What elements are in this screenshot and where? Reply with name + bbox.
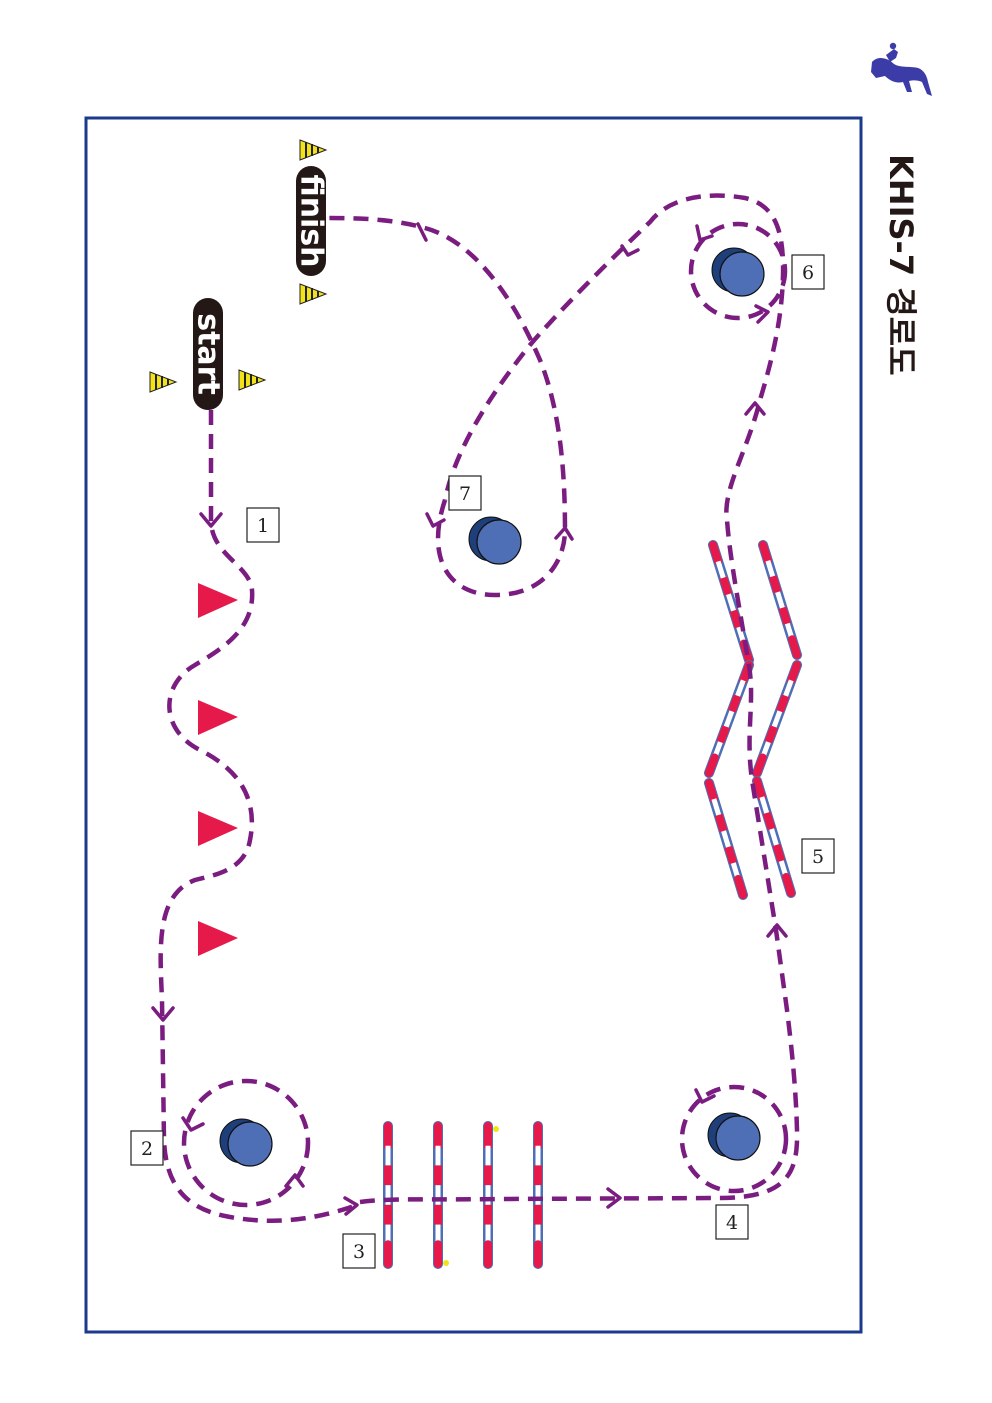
finish-cone-icon xyxy=(299,283,328,305)
finish-marker: finish xyxy=(294,166,329,276)
slalom-cone xyxy=(198,700,238,735)
finish-label: finish xyxy=(294,174,329,267)
arrow-chevron-icon xyxy=(695,224,714,242)
barrels xyxy=(219,247,765,1167)
zigzag-poles xyxy=(704,540,802,900)
start-cone-icon xyxy=(149,371,178,393)
finish-cone-icon xyxy=(299,139,328,161)
svg-text:2: 2 xyxy=(141,1138,153,1160)
arrow-chevron-icon xyxy=(620,244,640,257)
route-path xyxy=(158,193,800,1223)
arrow-chevron-icon xyxy=(606,1187,622,1209)
slalom-cones xyxy=(198,583,238,956)
obstacle-number-5: 5 xyxy=(801,838,835,874)
arrow-chevron-icon xyxy=(554,526,574,541)
barrel xyxy=(468,516,522,565)
start-cone-icon xyxy=(238,369,267,391)
arrow-chevron-icon xyxy=(343,1196,359,1216)
marker-cones xyxy=(149,139,328,393)
arrow-chevron-icon xyxy=(766,923,788,938)
obstacle-number-3: 3 xyxy=(342,1233,376,1269)
obstacle-number-6: 6 xyxy=(791,254,825,290)
arrow-chevron-icon xyxy=(425,512,446,528)
arrow-chevron-icon xyxy=(199,512,223,528)
barrel xyxy=(707,1112,761,1161)
obstacle-number-1: 1 xyxy=(246,507,280,543)
pole xyxy=(704,778,748,900)
obstacle-number-7: 7 xyxy=(448,475,482,511)
obstacle-number-4: 4 xyxy=(715,1204,749,1240)
slalom-cone xyxy=(198,921,238,956)
start-label: start xyxy=(191,313,226,395)
pole xyxy=(758,540,802,660)
ground-poles xyxy=(383,1121,543,1269)
arrow-chevron-icon xyxy=(754,304,770,324)
obstacle-number-2: 2 xyxy=(130,1130,164,1166)
slalom-cone xyxy=(198,811,238,846)
pole xyxy=(752,776,796,898)
barrel xyxy=(711,247,765,297)
arena-frame xyxy=(84,116,863,1334)
arrow-chevron-icon xyxy=(744,401,766,416)
pole xyxy=(752,660,802,778)
svg-text:7: 7 xyxy=(459,483,471,505)
arrow-chevron-icon xyxy=(181,1116,205,1132)
barrel xyxy=(219,1118,273,1167)
horse-rider-logo-icon xyxy=(871,42,932,96)
svg-text:6: 6 xyxy=(802,262,814,284)
arrow-chevron-icon xyxy=(151,1006,175,1022)
svg-text:4: 4 xyxy=(726,1212,738,1234)
pole xyxy=(704,660,754,778)
start-marker: start xyxy=(191,298,226,410)
obstacle-numbers: 1 2 3 4 5 6 7 xyxy=(130,254,835,1269)
arrow-chevron-icon xyxy=(694,1088,716,1104)
svg-text:5: 5 xyxy=(812,846,824,868)
arrow-tick xyxy=(416,222,428,242)
arrow-chevron-icon xyxy=(284,1173,305,1188)
direction-arrows xyxy=(151,222,788,1216)
page-title: KHIS-7 경로도 xyxy=(882,154,920,376)
svg-text:1: 1 xyxy=(257,515,269,537)
svg-text:3: 3 xyxy=(353,1241,365,1263)
slalom-cone xyxy=(198,583,238,618)
